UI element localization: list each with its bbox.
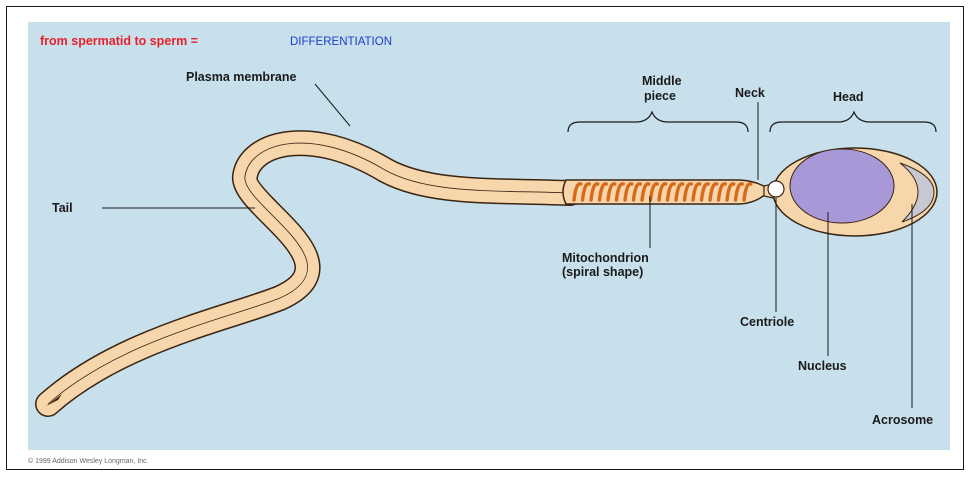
header-process-text: from spermatid to sperm = (40, 34, 198, 48)
header-result-text: DIFFERENTIATION (290, 36, 392, 48)
tail-label: Tail (52, 201, 73, 215)
head-label: Head (833, 90, 864, 104)
tail-fill (48, 143, 570, 404)
acrosome-label: Acrosome (872, 413, 933, 427)
centriole-label: Centriole (740, 315, 794, 329)
middle-piece-label-line2: piece (644, 89, 676, 103)
neck-label: Neck (735, 86, 765, 100)
middle-piece-brace (568, 112, 748, 132)
copyright-credit: © 1999 Addison Wesley Longman, Inc. (28, 458, 149, 465)
middle-piece-label-line1: Middle (642, 74, 682, 88)
plasma-membrane-leader (315, 84, 350, 126)
mitochondrion-label-line1: Mitochondrion (562, 251, 649, 265)
nucleus (790, 149, 894, 223)
centriole (768, 181, 784, 197)
head-brace (770, 112, 936, 132)
mitochondrion-label-line2: (spiral shape) (562, 265, 643, 279)
plasma-membrane-label: Plasma membrane (186, 70, 297, 84)
nucleus-label: Nucleus (798, 359, 847, 373)
